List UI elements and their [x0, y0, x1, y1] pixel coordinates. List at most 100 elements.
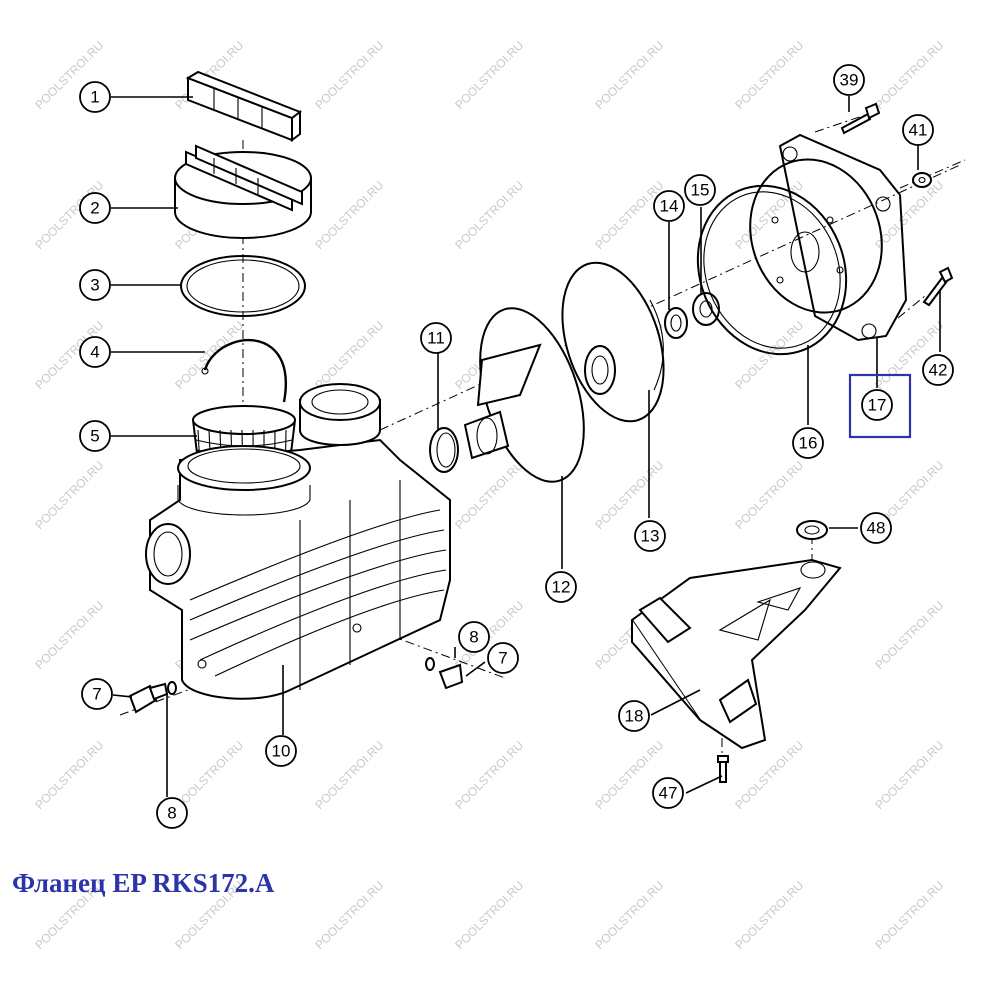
- callout-16-label: 16: [799, 434, 818, 453]
- callout-15: 15: [684, 174, 716, 206]
- part-3-lid-o-ring: [180, 255, 306, 317]
- watermark-text: POOLSTROI.RU: [452, 738, 526, 812]
- callout-7-left-label: 7: [92, 685, 101, 704]
- watermark-text: POOLSTROI.RU: [872, 598, 946, 672]
- callout-18-label: 18: [625, 707, 644, 726]
- callout-39-label: 39: [840, 71, 859, 90]
- callout-41: 41: [902, 114, 934, 146]
- part-11-o-ring: [429, 427, 459, 473]
- callout-13-label: 13: [641, 527, 660, 546]
- callout-3: 3: [79, 269, 111, 301]
- watermark-text: POOLSTROI.RU: [732, 318, 806, 392]
- callout-4: 4: [79, 336, 111, 368]
- part-39-bolt: [840, 102, 881, 135]
- callout-17-label: 17: [868, 396, 887, 415]
- callout-4-label: 4: [90, 343, 99, 362]
- callout-7-left: 7: [81, 678, 113, 710]
- callout-14-label: 14: [660, 197, 679, 216]
- part-4-spring-clip: [201, 338, 287, 403]
- part-8-o-ring-left: [167, 681, 177, 695]
- callout-12-label: 12: [552, 578, 571, 597]
- callout-17: 17: [861, 389, 893, 421]
- callout-14: 14: [653, 190, 685, 222]
- callout-47-label: 47: [659, 784, 678, 803]
- watermark-text: POOLSTROI.RU: [592, 878, 666, 952]
- callout-42: 42: [922, 354, 954, 386]
- watermark-text: POOLSTROI.RU: [872, 738, 946, 812]
- part-41-washer: [912, 172, 932, 188]
- watermark-text: POOLSTROI.RU: [312, 38, 386, 112]
- watermark-text: POOLSTROI.RU: [732, 738, 806, 812]
- callout-12: 12: [545, 571, 577, 603]
- callout-7-right: 7: [487, 642, 519, 674]
- callout-42-label: 42: [929, 361, 948, 380]
- callout-41-label: 41: [909, 121, 928, 140]
- callout-47: 47: [652, 777, 684, 809]
- watermark-text: POOLSTROI.RU: [312, 878, 386, 952]
- watermark-text: POOLSTROI.RU: [592, 178, 666, 252]
- part-13-impeller: [561, 261, 665, 423]
- callout-13: 13: [634, 520, 666, 552]
- watermark-text: POOLSTROI.RU: [452, 178, 526, 252]
- part-18-motor-bracket: [630, 558, 842, 750]
- part-caption: Фланец EP RKS172.A: [12, 868, 275, 898]
- callout-10: 10: [265, 735, 297, 767]
- watermark-text: POOLSTROI.RU: [312, 738, 386, 812]
- watermark-text: POOLSTROI.RU: [732, 38, 806, 112]
- watermark-text: POOLSTROI.RU: [732, 878, 806, 952]
- callout-1: 1: [79, 81, 111, 113]
- part-10-pump-housing: [145, 383, 451, 700]
- callout-5-label: 5: [90, 427, 99, 446]
- callout-11: 11: [420, 322, 452, 354]
- watermark-text: POOLSTROI.RU: [872, 178, 946, 252]
- watermark-text: POOLSTROI.RU: [732, 458, 806, 532]
- callout-10-label: 10: [272, 742, 291, 761]
- callout-18: 18: [618, 700, 650, 732]
- watermark-text: POOLSTROI.RU: [872, 38, 946, 112]
- callout-15-label: 15: [691, 181, 710, 200]
- watermark-text: POOLSTROI.RU: [452, 38, 526, 112]
- callout-5: 5: [79, 420, 111, 452]
- callout-16: 16: [792, 427, 824, 459]
- watermark-text: POOLSTROI.RU: [312, 318, 386, 392]
- callout-2-label: 2: [90, 199, 99, 218]
- leader-lines: [111, 96, 941, 797]
- callout-48-label: 48: [867, 519, 886, 538]
- callout-2: 2: [79, 192, 111, 224]
- callout-8-right-label: 8: [469, 628, 478, 647]
- callout-39: 39: [833, 64, 865, 96]
- callout-3-label: 3: [90, 276, 99, 295]
- part-14-seal-ring: [664, 307, 688, 339]
- part-17-highlight-box: [848, 373, 912, 439]
- watermark-text: POOLSTROI.RU: [32, 598, 106, 672]
- part-7-drain-plug-right: [438, 663, 464, 690]
- watermark-text: POOLSTROI.RU: [312, 178, 386, 252]
- watermark-text: POOLSTROI.RU: [452, 878, 526, 952]
- watermark-text: POOLSTROI.RU: [32, 738, 106, 812]
- callout-8-bottom: 8: [156, 797, 188, 829]
- watermark-text: POOLSTROI.RU: [452, 458, 526, 532]
- part-47-screw: [717, 755, 729, 783]
- part-48-rubber-foot: [796, 520, 828, 540]
- watermark-text: POOLSTROI.RU: [172, 318, 246, 392]
- watermark-text: POOLSTROI.RU: [872, 878, 946, 952]
- callout-7-right-label: 7: [498, 649, 507, 668]
- callout-1-label: 1: [90, 88, 99, 107]
- callout-8-right: 8: [458, 621, 490, 653]
- callout-11-label: 11: [427, 329, 445, 348]
- part-15-seal-seat: [692, 292, 720, 326]
- watermark-text: POOLSTROI.RU: [592, 38, 666, 112]
- part-12-diffuser: [463, 307, 585, 483]
- part-1-basket-handle: [185, 70, 303, 142]
- part-17-flange: [749, 133, 908, 342]
- part-7-drain-plug-left: [128, 682, 169, 714]
- part-42-bolt: [922, 266, 954, 307]
- part-16-gasket: [696, 184, 848, 356]
- part-2-lid: [174, 144, 312, 239]
- watermark-text: POOLSTROI.RU: [172, 738, 246, 812]
- callout-8-bottom-label: 8: [167, 804, 176, 823]
- callout-48: 48: [860, 512, 892, 544]
- watermark-text: POOLSTROI.RU: [32, 458, 106, 532]
- part-8-o-ring-right: [425, 657, 435, 671]
